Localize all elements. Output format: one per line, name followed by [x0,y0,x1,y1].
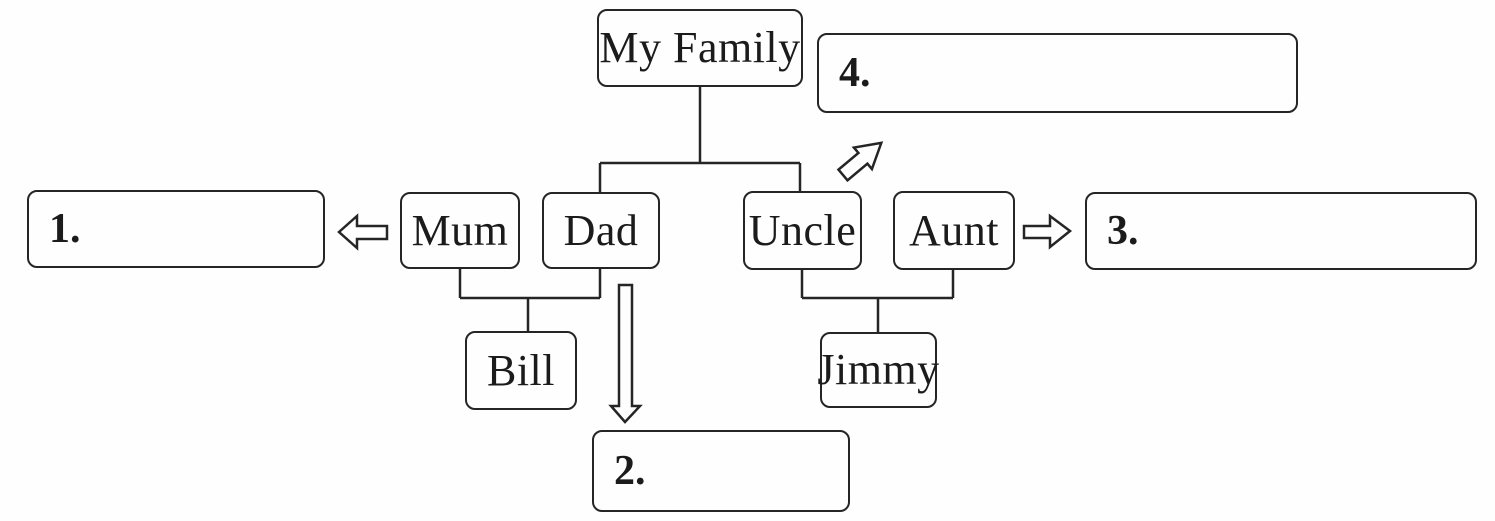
aunt-box: Aunt [893,191,1015,270]
bill-label: Bill [486,345,556,395]
answer-1-blank[interactable] [81,192,324,266]
jimmy-label: Jimmy [817,345,940,394]
down-arrow-icon [608,283,643,424]
answer-box-2[interactable]: 2. [592,430,850,512]
answer-2-blank[interactable] [646,432,849,510]
diagonal-up-right-arrow-icon [836,141,884,183]
uncle-aunt-jimmy-connector [800,269,955,333]
answer-4-number: 4. [839,50,871,96]
uncle-label: Uncle [748,205,857,255]
jimmy-box: Jimmy [817,332,940,408]
answer-3-blank[interactable] [1139,194,1476,268]
answer-box-3[interactable]: 3. [1085,192,1477,270]
mum-box: Mum [400,192,520,269]
answer-3-number: 3. [1107,208,1139,254]
left-arrow-icon [337,213,389,251]
my-family-box: My Family [597,9,803,87]
answer-box-1[interactable]: 1. [27,190,325,268]
dad-label: Dad [563,205,639,255]
dad-box: Dad [542,192,660,269]
answer-2-number: 2. [614,448,646,494]
answer-box-4[interactable]: 4. [817,33,1298,113]
right-arrow-icon [1022,213,1073,250]
my-family-label: My Family [599,23,801,72]
answer-1-number: 1. [49,206,81,252]
mum-dad-bill-connector [458,268,602,332]
aunt-label: Aunt [909,205,999,255]
bill-box: Bill [465,331,577,410]
uncle-box: Uncle [743,191,862,270]
mum-label: Mum [411,205,509,255]
answer-4-blank[interactable] [871,35,1297,111]
